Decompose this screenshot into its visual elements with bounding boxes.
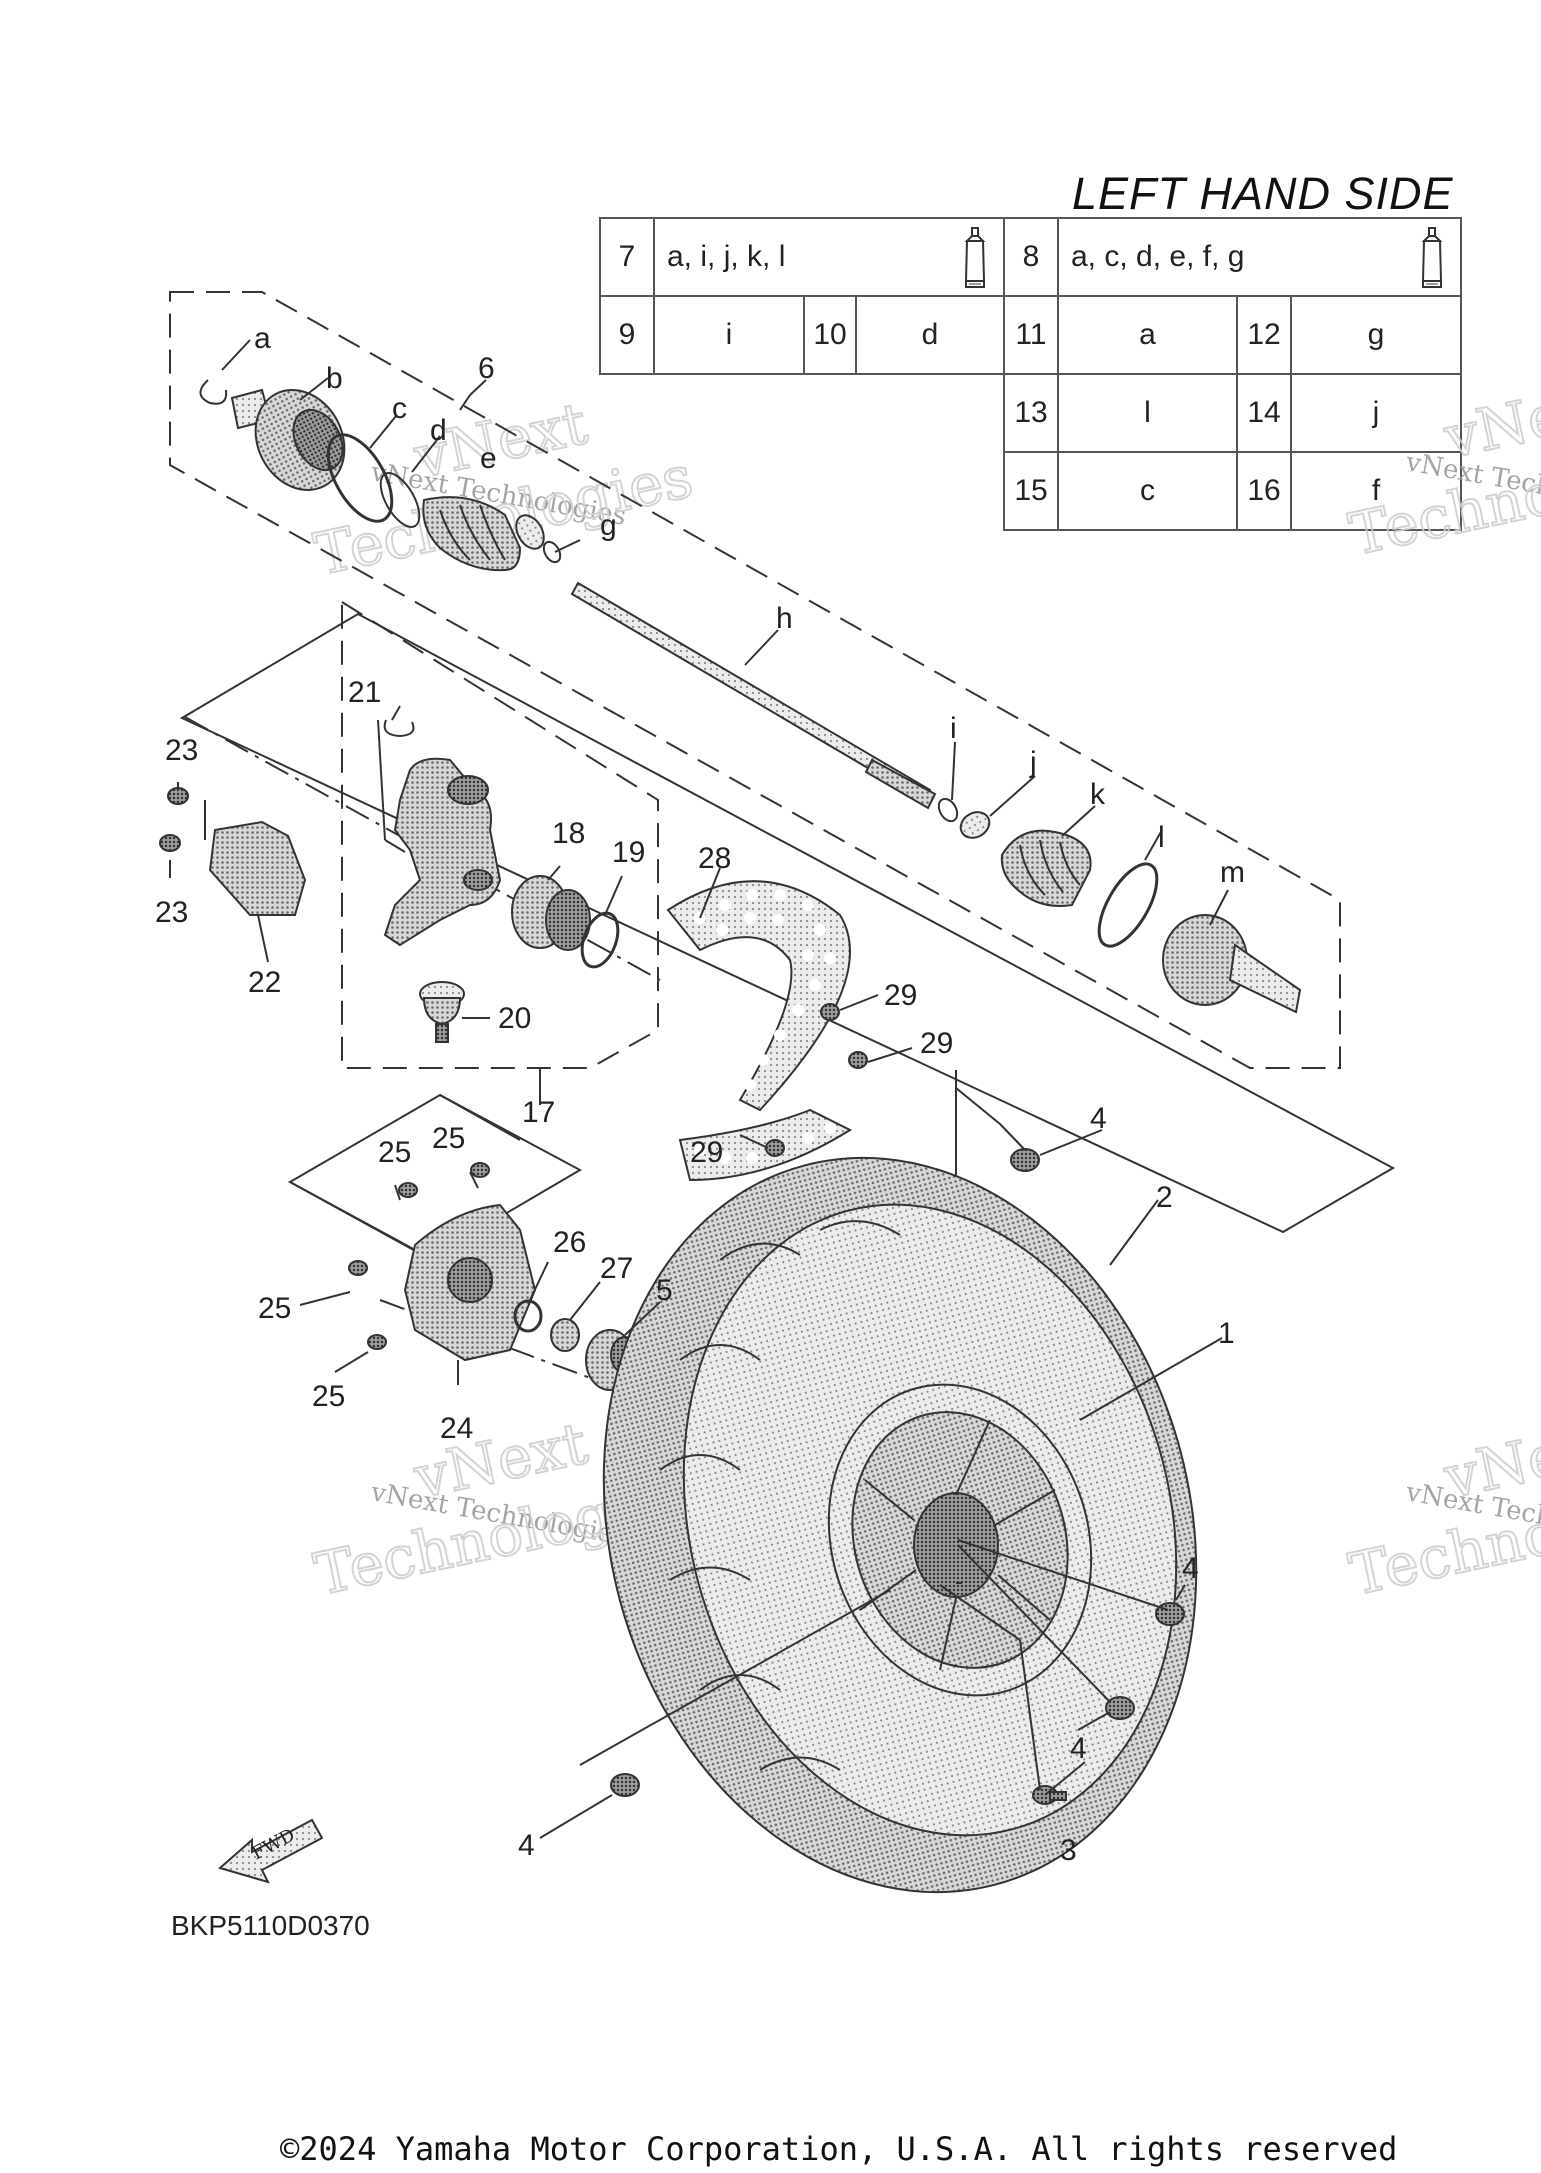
callout-24: 24	[440, 1412, 473, 1445]
callout-19: 19	[612, 836, 645, 869]
bearing-18	[511, 875, 591, 951]
callout-20: 20	[498, 1002, 531, 1035]
inner-cv-joint	[230, 388, 346, 491]
lug-nut-4	[610, 1148, 1185, 1797]
boot-band	[515, 514, 562, 564]
ring-l	[1097, 862, 1159, 948]
circlip-21	[383, 719, 415, 738]
boot-e	[422, 496, 522, 572]
legend-parts-8: a, c, d, e, f, g	[1057, 217, 1462, 297]
callout-c: c	[392, 392, 407, 425]
callout-3: 3	[1060, 1834, 1077, 1867]
callout-17: 17	[522, 1096, 555, 1129]
callout-26: 26	[553, 1226, 586, 1259]
callout-22: 22	[248, 966, 281, 999]
callout-25: 25	[312, 1380, 345, 1413]
legend-parts-7: a, i, j, k, l	[653, 217, 1005, 297]
callout-l: l	[1158, 821, 1165, 854]
band-j	[959, 811, 991, 839]
guard-22	[208, 820, 307, 916]
boot-k	[1000, 829, 1092, 907]
drive-shaft-h	[570, 581, 937, 810]
page-title: LEFT HAND SIDE	[1072, 168, 1454, 219]
callout-4: 4	[518, 1829, 535, 1862]
callout-e: e	[480, 442, 497, 475]
steering-knuckle	[383, 757, 502, 947]
callout-28: 28	[698, 842, 731, 875]
callout-27: 27	[600, 1252, 633, 1285]
callout-25: 25	[258, 1292, 291, 1325]
diagram-id: BKP5110D0370	[171, 1910, 370, 1941]
callout-h: h	[776, 602, 793, 635]
washer-26	[513, 1299, 543, 1333]
wheel-hub-24	[403, 1203, 537, 1362]
callout-a: a	[254, 322, 271, 355]
callout-6: 6	[478, 352, 495, 385]
legend-num-15: 15	[1003, 451, 1059, 531]
callout-29: 29	[920, 1027, 953, 1060]
callout-i: i	[950, 712, 957, 745]
ring-i	[937, 797, 959, 823]
callout-29: 29	[884, 979, 917, 1012]
callout-k: k	[1090, 778, 1106, 811]
callout-4: 4	[1182, 1552, 1199, 1585]
callout-23: 23	[155, 896, 188, 929]
callout-18: 18	[552, 817, 585, 850]
legend-table: 7 a, i, j, k, l 8 a, c, d, e, f, g 9 i 1…	[599, 217, 1462, 534]
ring-c	[326, 433, 394, 523]
brake-disc-28	[666, 880, 853, 1182]
callout-4: 4	[1070, 1732, 1087, 1765]
bolt-25	[348, 1162, 490, 1350]
grease-tube-icon	[1421, 227, 1443, 288]
callout-2: 2	[1156, 1181, 1173, 1214]
callout-b: b	[326, 362, 343, 395]
ball-joint-20	[419, 981, 465, 1043]
callout-4: 4	[1090, 1102, 1107, 1135]
callout-g: g	[600, 509, 617, 542]
circlip-a	[199, 379, 228, 405]
callout-5: 5	[656, 1274, 673, 1307]
callout-25: 25	[378, 1136, 411, 1169]
knuckle-frame	[179, 612, 1396, 1234]
callout-21: 21	[348, 676, 381, 709]
outer-cv-joint	[1162, 914, 1302, 1014]
driveshaft-assembly-boundary	[169, 291, 1341, 1069]
grease-tube-icon	[964, 227, 986, 288]
knuckle-assembly-boundary	[341, 600, 659, 1069]
callout-labels: a b c d e g 6 h i j k l m 21 23 23 22 18…	[155, 322, 1245, 1867]
callout-25: 25	[432, 1122, 465, 1155]
callout-m: m	[1220, 856, 1245, 889]
ring-d	[379, 472, 421, 528]
copyright: ©2024 Yamaha Motor Corporation, U.S.A. A…	[280, 2130, 1398, 2168]
legend-parts-16: f	[1290, 451, 1462, 531]
callout-23: 23	[165, 734, 198, 767]
callout-j: j	[1029, 746, 1037, 779]
forward-direction-arrow: FWD	[217, 1818, 324, 1884]
ring-19	[580, 911, 620, 969]
callout-1: 1	[1218, 1317, 1235, 1350]
callout-29: 29	[690, 1136, 723, 1169]
nut-27	[550, 1318, 580, 1352]
bolt-23	[159, 787, 189, 852]
callout-d: d	[430, 414, 447, 447]
